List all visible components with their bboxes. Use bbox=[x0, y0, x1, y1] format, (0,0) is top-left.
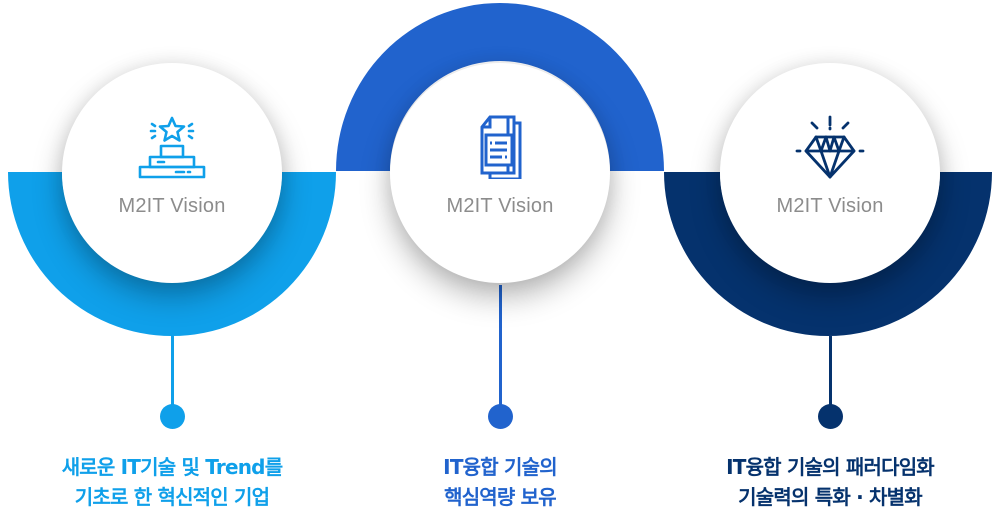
podium-star-icon bbox=[138, 116, 206, 179]
connector-dot-right bbox=[818, 404, 843, 429]
documents-icon bbox=[480, 115, 522, 179]
arc-left bbox=[8, 172, 336, 336]
vision-label: M2IT Vision bbox=[776, 195, 884, 217]
caption-middle: IT융합 기술의 핵심역량 보유 bbox=[335, 452, 665, 512]
caption-line: IT융합 기술의 패러다임화 bbox=[726, 455, 935, 479]
connector-dot-middle bbox=[488, 404, 513, 429]
vision-label: M2IT Vision bbox=[446, 195, 554, 217]
caption-line: IT융합 기술의 bbox=[443, 455, 557, 479]
vision-circle-middle: M2IT Vision bbox=[390, 63, 610, 283]
caption-line: 기초로 한 혁신적인 기업 bbox=[74, 485, 270, 509]
vision-circle-right: M2IT Vision bbox=[720, 63, 940, 283]
connector-line-right bbox=[829, 336, 832, 408]
connector-dot-left bbox=[160, 404, 185, 429]
diamond-icon bbox=[795, 115, 865, 179]
caption-right: IT융합 기술의 패러다임화 기술력의 특화 · 차별화 bbox=[665, 452, 995, 512]
caption-left: 새로운 IT기술 및 Trend를 기초로 한 혁신적인 기업 bbox=[7, 452, 337, 512]
arc-middle bbox=[336, 3, 664, 171]
caption-line: 기술력의 특화 · 차별화 bbox=[738, 485, 922, 509]
connector-line-middle bbox=[499, 285, 502, 408]
arc-right bbox=[664, 172, 992, 336]
caption-line: 새로운 IT기술 및 Trend를 bbox=[61, 455, 283, 479]
connector-line-left bbox=[171, 336, 174, 408]
vision-label: M2IT Vision bbox=[118, 195, 226, 217]
caption-line: 핵심역량 보유 bbox=[444, 485, 557, 509]
vision-circle-left: M2IT Vision bbox=[62, 63, 282, 283]
